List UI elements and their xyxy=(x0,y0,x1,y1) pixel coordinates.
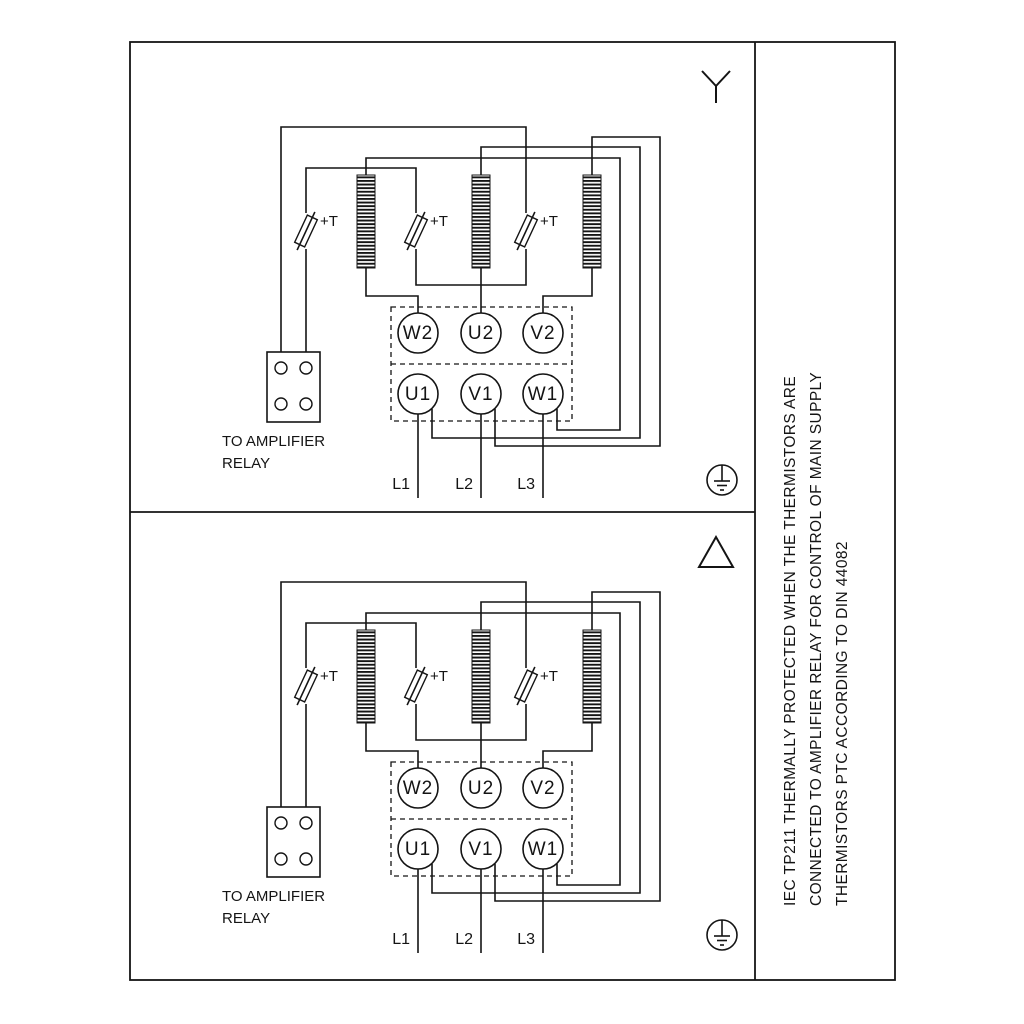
terminal-label-w1: W1 xyxy=(528,839,559,860)
thermistor-label: +T xyxy=(430,668,448,685)
relay-caption-line1: TO AMPLIFIER xyxy=(222,888,325,905)
panel-star-art xyxy=(267,127,737,498)
side-note-line3: THERMISTORS PTC ACCORDING TO DIN 44082 xyxy=(834,541,851,906)
supply-label-l1: L1 xyxy=(392,476,410,493)
terminal-label-u1: U1 xyxy=(405,839,431,860)
delta-icon xyxy=(697,534,735,568)
terminal-label-w2: W2 xyxy=(403,323,434,344)
side-note-line1: IEC TP211 THERMALLY PROTECTED WHEN THE T… xyxy=(782,376,799,906)
relay-caption-line2: RELAY xyxy=(222,910,270,927)
thermistor-label: +T xyxy=(540,213,558,230)
panel-delta: +T +T +T W2 U2 V2 U1 V1 W1 TO AMPLIFIER … xyxy=(222,534,737,953)
panel-delta-art xyxy=(267,582,737,953)
terminal-label-w2: W2 xyxy=(403,778,434,799)
terminal-label-v1: V1 xyxy=(468,839,493,860)
terminal-label-v2: V2 xyxy=(530,778,555,799)
terminal-label-u2: U2 xyxy=(468,323,494,344)
supply-label-l3: L3 xyxy=(517,931,535,948)
thermistor-label: +T xyxy=(430,213,448,230)
star-icon xyxy=(701,70,731,103)
supply-label-l2: L2 xyxy=(455,476,473,493)
relay-caption-line1: TO AMPLIFIER xyxy=(222,433,325,450)
terminal-label-v2: V2 xyxy=(530,323,555,344)
side-note-line2: CONNECTED TO AMPLIFIER RELAY FOR CONTROL… xyxy=(808,372,825,906)
supply-label-l2: L2 xyxy=(455,931,473,948)
thermistor-label: +T xyxy=(540,668,558,685)
supply-label-l1: L1 xyxy=(392,931,410,948)
terminal-label-v1: V1 xyxy=(468,384,493,405)
side-note: IEC TP211 THERMALLY PROTECTED WHEN THE T… xyxy=(782,372,851,906)
panel-star: +T +T +T W2 U2 V2 U1 V1 W1 TO AMPLIFIER … xyxy=(222,70,737,498)
relay-caption-line2: RELAY xyxy=(222,455,270,472)
outer-border xyxy=(129,41,896,981)
terminal-label-w1: W1 xyxy=(528,384,559,405)
thermistor-label: +T xyxy=(320,668,338,685)
supply-label-l3: L3 xyxy=(517,476,535,493)
terminal-label-u1: U1 xyxy=(405,384,431,405)
thermistor-label: +T xyxy=(320,213,338,230)
terminal-label-u2: U2 xyxy=(468,778,494,799)
